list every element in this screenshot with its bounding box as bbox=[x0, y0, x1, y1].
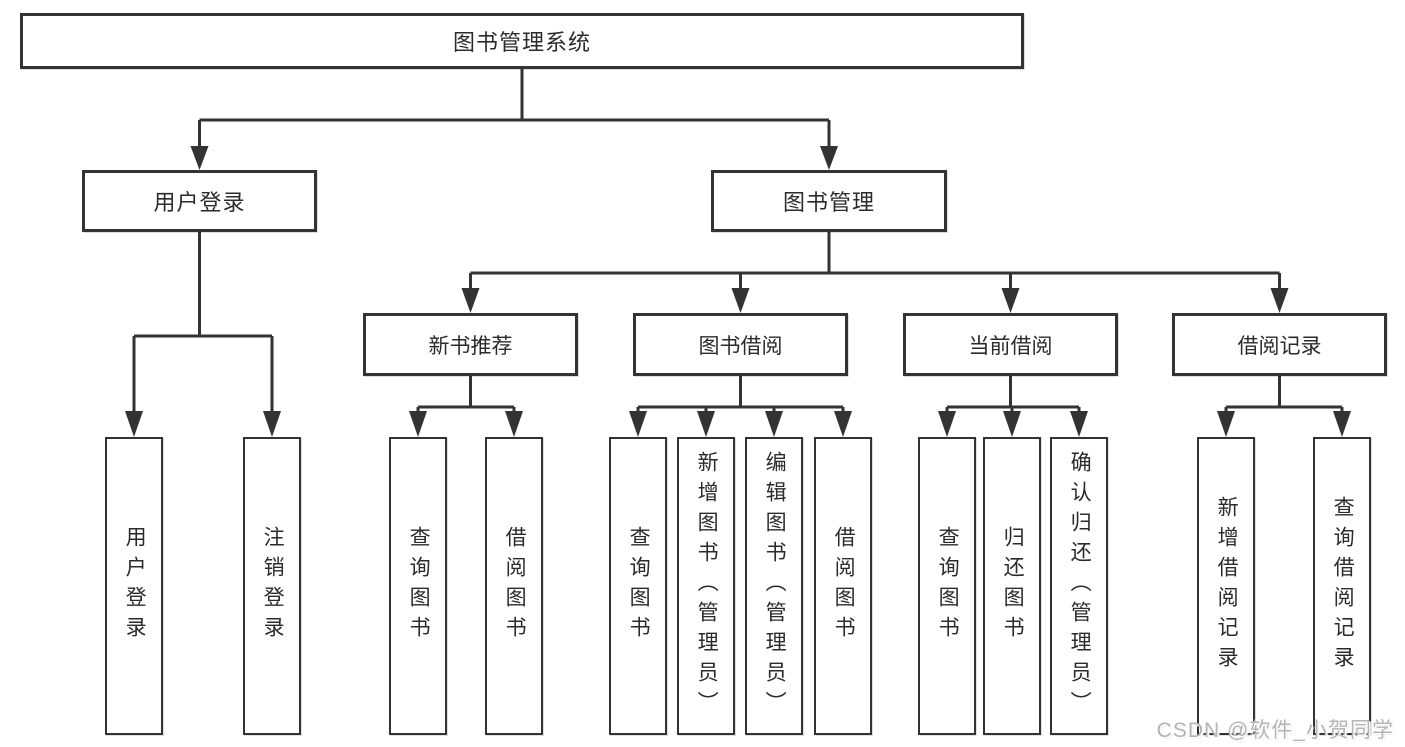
node-borrowing-records: 借阅记录 bbox=[1172, 313, 1387, 376]
leaf-borrow-books-recommend: 借阅图书 bbox=[485, 437, 543, 735]
leaf-add-borrow-record: 新增借阅记录 bbox=[1197, 437, 1255, 735]
leaf-query-books-borrowing: 查询图书 bbox=[609, 437, 667, 735]
leaf-label: 查询图书 bbox=[936, 526, 960, 646]
leaf-query-books-recommend: 查询图书 bbox=[389, 437, 447, 735]
watermark-csdn: CSDN @软件_小贺同学 bbox=[1156, 719, 1394, 742]
leaf-label: 查询图书 bbox=[407, 526, 431, 646]
leaf-label: 归还图书 bbox=[1001, 526, 1025, 646]
leaf-label: 查询图书 bbox=[627, 526, 651, 646]
leaf-borrow-books-borrowing: 借阅图书 bbox=[814, 437, 872, 735]
leaf-label: 编辑图书（管理员） bbox=[763, 451, 787, 721]
leaf-label: 确认归还（管理员） bbox=[1068, 451, 1092, 721]
node-book-management: 图书管理 bbox=[711, 170, 947, 232]
leaf-label: 新增借阅记录 bbox=[1215, 496, 1239, 676]
leaf-label: 用户登录 bbox=[123, 526, 147, 646]
leaf-logout-login: 注销登录 bbox=[243, 437, 301, 735]
leaf-label: 借阅图书 bbox=[503, 526, 527, 646]
node-book-borrowing: 图书借阅 bbox=[633, 313, 848, 376]
leaf-confirm-return-admin: 确认归还（管理员） bbox=[1050, 437, 1108, 735]
leaf-add-books-admin: 新增图书（管理员） bbox=[677, 437, 735, 735]
leaf-label: 新增图书（管理员） bbox=[695, 451, 719, 721]
leaf-user-login: 用户登录 bbox=[105, 437, 163, 735]
node-user-login: 用户登录 bbox=[82, 170, 317, 232]
leaf-query-borrow-record: 查询借阅记录 bbox=[1313, 437, 1371, 735]
node-new-book-recommendation: 新书推荐 bbox=[363, 313, 578, 376]
leaf-label: 借阅图书 bbox=[832, 526, 856, 646]
leaf-query-books-current: 查询图书 bbox=[918, 437, 976, 735]
leaf-edit-books-admin: 编辑图书（管理员） bbox=[745, 437, 803, 735]
leaf-label: 注销登录 bbox=[261, 526, 285, 646]
leaf-label: 查询借阅记录 bbox=[1331, 496, 1355, 676]
node-current-borrowing: 当前借阅 bbox=[903, 313, 1118, 376]
leaf-return-books: 归还图书 bbox=[983, 437, 1041, 735]
node-library-management-system: 图书管理系统 bbox=[20, 13, 1024, 69]
